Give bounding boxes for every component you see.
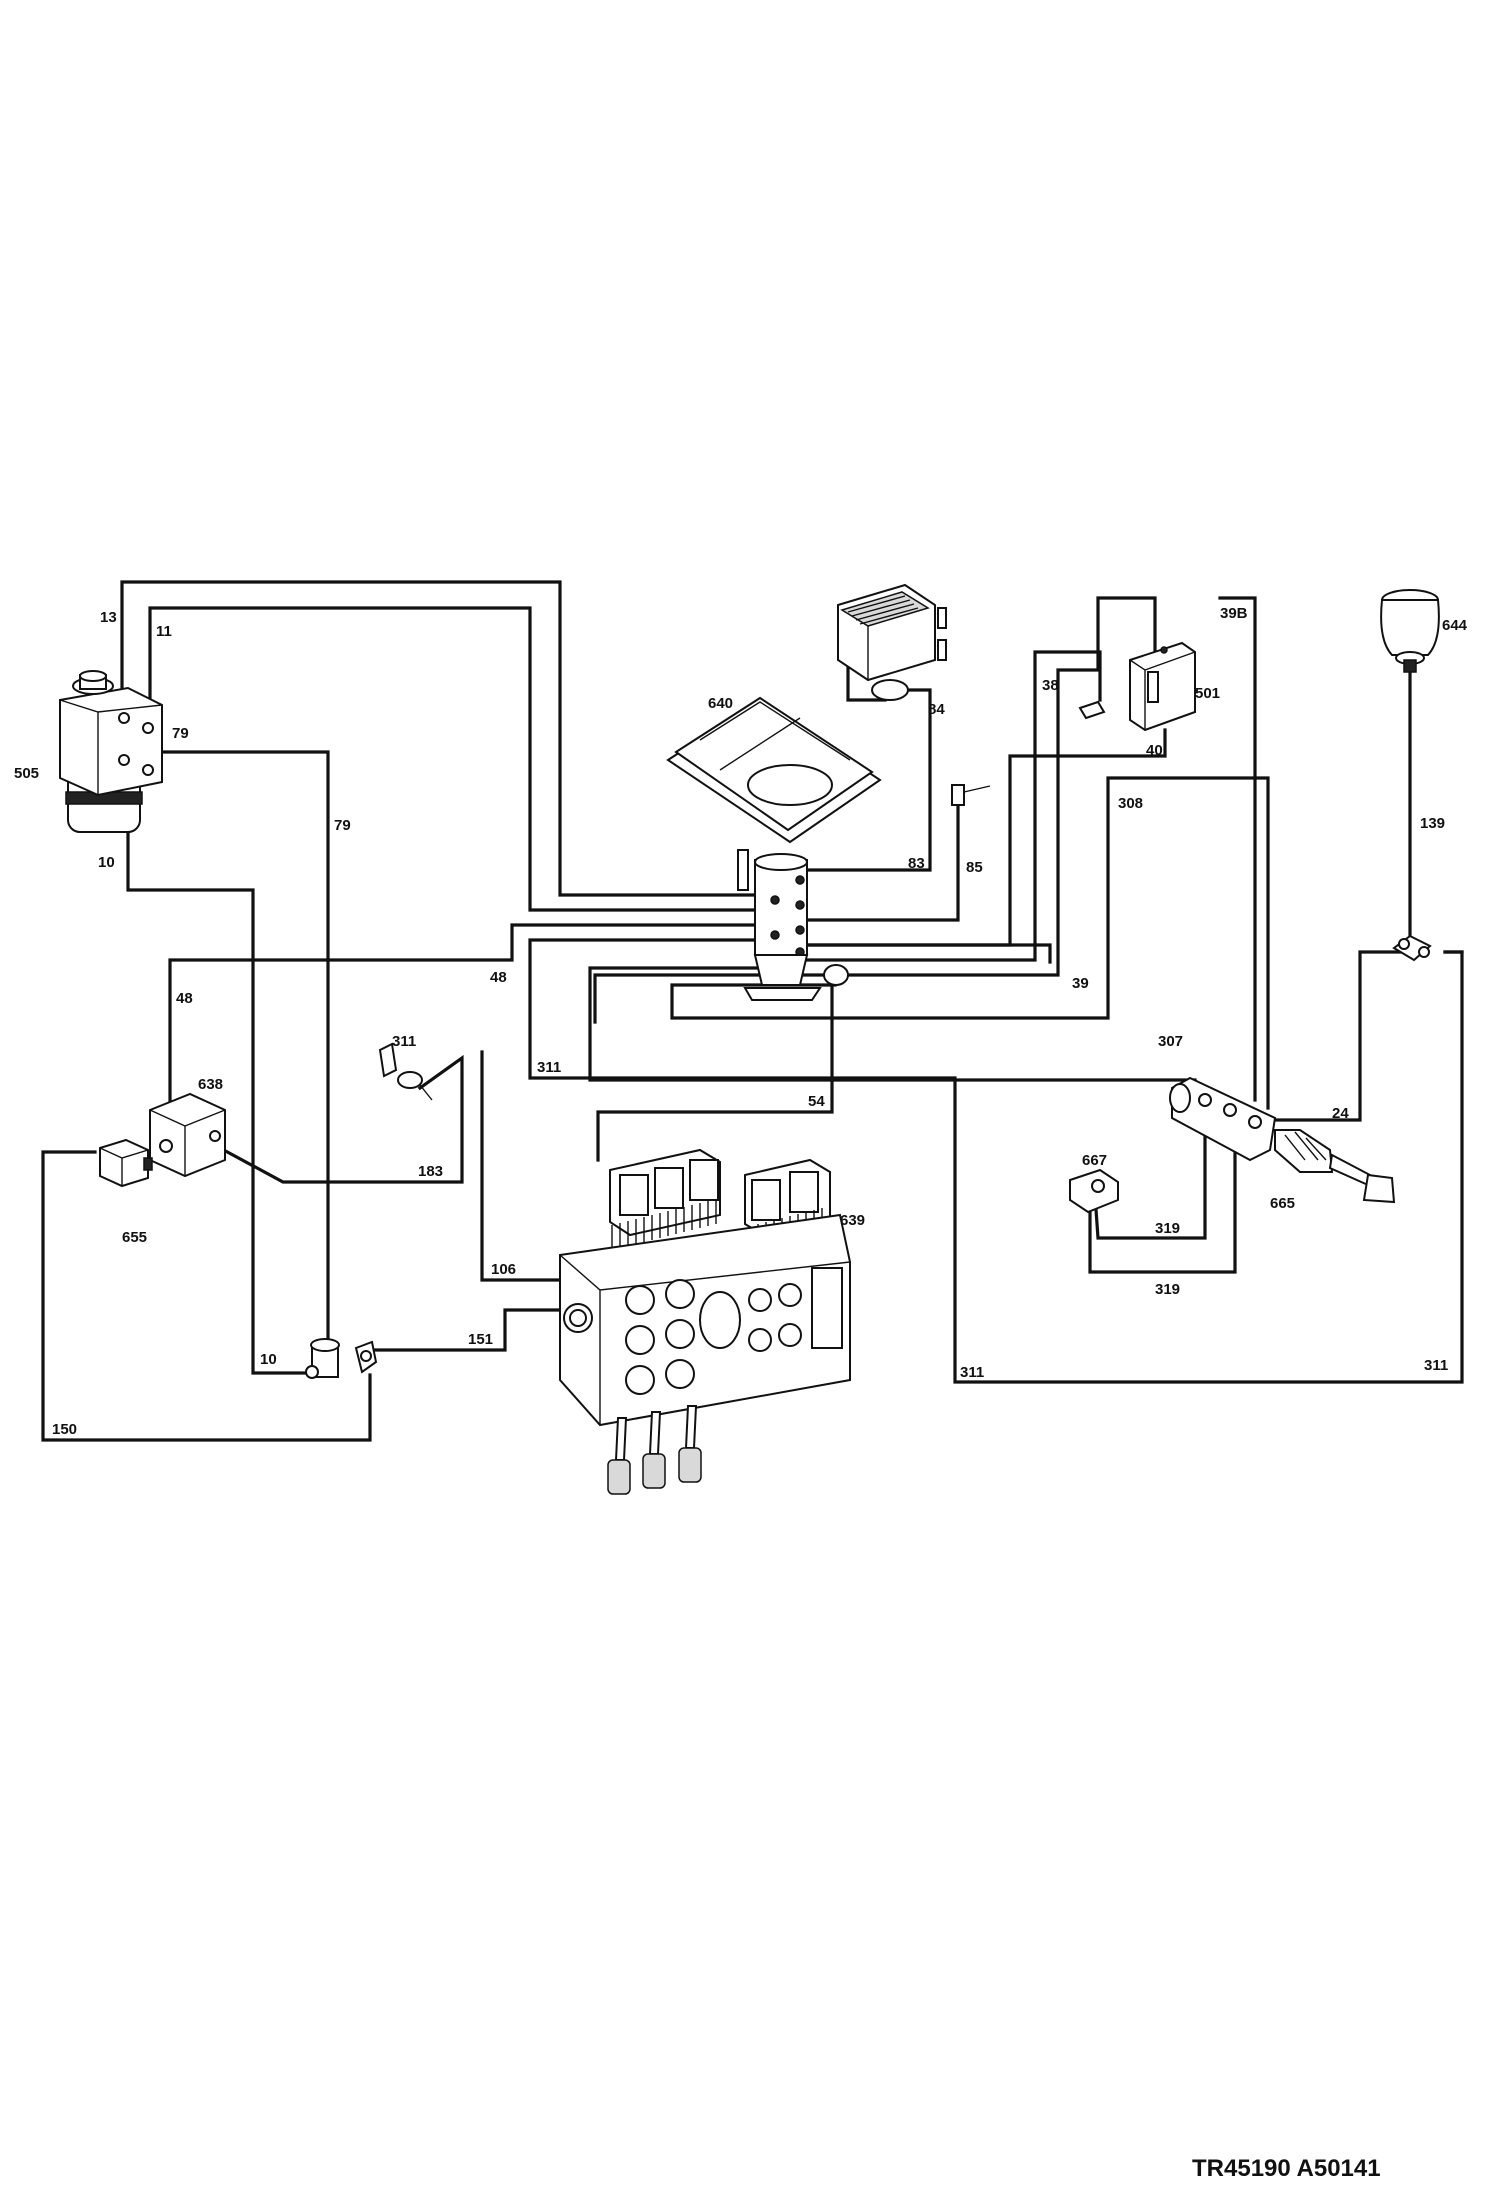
hose-150 [41,1150,372,1442]
label-hose-85: 85 [966,859,983,876]
label-505: 505 [14,765,39,782]
label-hose-319b: 319 [1155,1281,1180,1298]
label-hose-84: 84 [928,701,945,718]
hose-307 [588,966,1197,1082]
heater-unit [837,583,947,701]
hose-319b [1088,1130,1237,1274]
hose-106 [480,1050,567,1282]
label-667: 667 [1082,1152,1107,1169]
label-hose-311a: 311 [392,1033,416,1050]
hose-labels: 13 11 79 79 10 10 48 48 311 311 311 311 … [52,605,1448,1438]
hose-13 [120,580,770,897]
label-hose-11: 11 [156,623,172,640]
swivel-fitting-311 [378,1042,433,1101]
sensor-667 [1069,1168,1119,1214]
hose-10 [126,823,307,1375]
valve-block-638 [149,1092,226,1178]
label-hose-308: 308 [1118,795,1143,812]
label-hose-38: 38 [1042,677,1059,694]
label-hose-79b: 79 [334,817,351,834]
tee-fitting-10 [305,1338,340,1379]
hose-311-main [528,938,1464,1384]
label-655: 655 [122,1229,147,1246]
hose-308 [670,776,1270,1110]
label-hose-319a: 319 [1155,1220,1180,1237]
hose-24 [1263,950,1402,1122]
label-hose-39: 39 [1072,975,1089,992]
label-640: 640 [708,695,733,712]
label-hose-311b: 311 [537,1059,561,1076]
accumulator-644 [1380,589,1440,673]
solenoid-655 [99,1138,153,1188]
label-hose-54: 54 [808,1093,825,1110]
hose-39b [593,596,1157,1024]
label-hose-48b: 48 [176,990,193,1007]
label-hose-40: 40 [1146,742,1163,759]
tee-fitting-139 [1392,934,1432,962]
hose-48 [168,923,770,1102]
label-639: 639 [840,1212,865,1229]
label-638: 638 [198,1076,223,1093]
hose-40 [798,728,1167,947]
manifold-665 [1169,1076,1396,1204]
label-hose-183: 183 [418,1163,443,1180]
hose-151 [366,1308,570,1352]
fitting-85 [951,784,991,806]
hose-11 [148,606,770,912]
label-hose-48a: 48 [490,969,507,986]
control-box-501 [1078,641,1196,732]
label-hose-79a: 79 [172,725,189,742]
label-hose-10a: 10 [98,854,115,871]
label-hose-10b: 10 [260,1351,277,1368]
label-hose-151: 151 [468,1331,493,1348]
pedal-valve-640 [666,696,882,1001]
hose-83 [798,688,932,872]
label-665: 665 [1270,1195,1295,1212]
label-644: 644 [1442,617,1468,634]
label-hose-83: 83 [908,855,925,872]
hose-319a [1093,1120,1207,1240]
label-hose-106: 106 [491,1261,516,1278]
label-hose-307: 307 [1158,1033,1183,1050]
label-hose-39b: 39B [1220,605,1248,622]
label-501: 501 [1195,685,1220,702]
hose-54 [596,983,834,1162]
component-labels: 505 638 655 640 501 644 639 665 667 [14,617,1468,1246]
steering-unit-505 [59,670,163,833]
label-hose-311c: 311 [960,1364,984,1381]
hose-lines [41,580,1464,1442]
control-valve-639 [559,1148,851,1495]
hose-85 [798,796,960,922]
label-hose-311d: 311 [1424,1357,1448,1374]
hose-84 [846,666,887,702]
fitting-54 [823,964,849,986]
elbow-fitting-151 [354,1340,378,1374]
hose-39-right [1218,596,1257,1102]
hose-79 [158,750,330,1350]
hose-38 [766,650,1102,962]
label-hose-13: 13 [100,609,117,626]
label-hose-150: 150 [52,1421,77,1438]
label-hose-139: 139 [1420,815,1445,832]
document-reference: TR45190 A50141 [1192,2155,1381,2182]
label-hose-24: 24 [1332,1105,1349,1122]
hose-183 [217,1054,464,1184]
